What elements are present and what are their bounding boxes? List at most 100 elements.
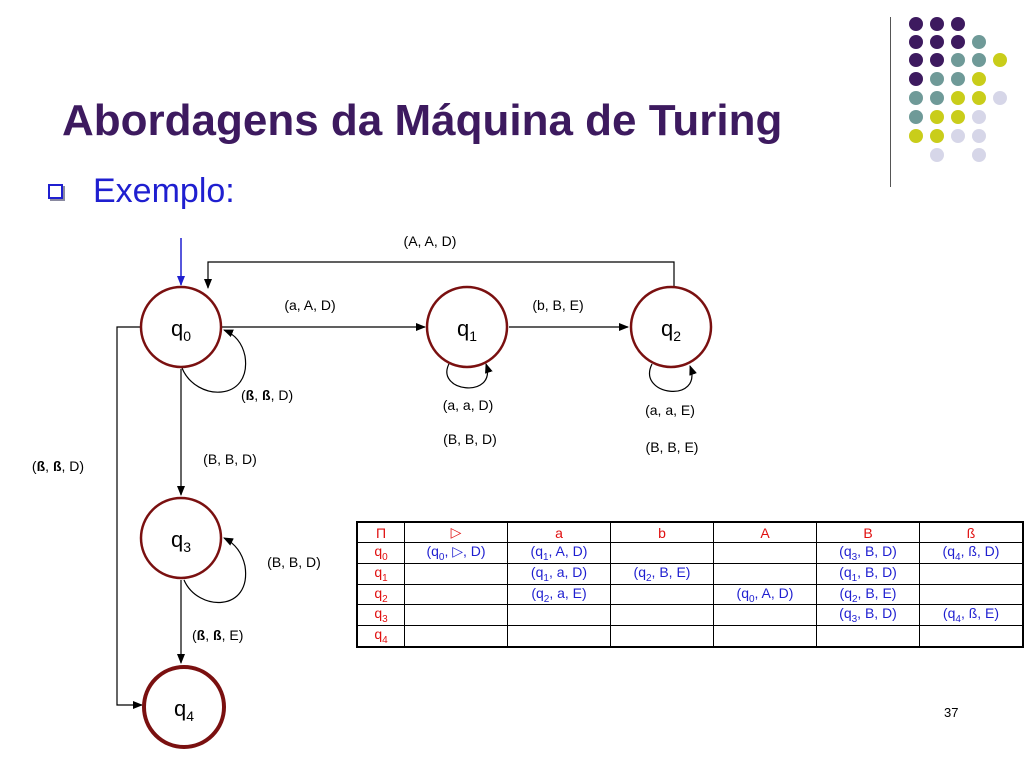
decor-dot xyxy=(909,35,923,49)
table-cell: (q2, B, E) xyxy=(816,583,920,606)
cell-suffix: , B, E) xyxy=(857,584,897,601)
table-cell: (q1, a, D) xyxy=(507,562,611,585)
table-row: q4 xyxy=(356,625,1024,648)
table-cell: (q0, ▷, D) xyxy=(404,542,508,564)
decor-dot xyxy=(972,91,986,105)
table-cell xyxy=(610,604,714,627)
decor-dot xyxy=(909,129,923,143)
cell-prefix: (q xyxy=(942,605,956,622)
state-label-q1: q1 xyxy=(457,316,477,344)
cell-prefix: (q xyxy=(942,543,955,559)
decor-dot xyxy=(951,35,965,49)
table-cell xyxy=(610,542,714,564)
cell-suffix: , a, D) xyxy=(548,563,588,580)
cell-prefix: (q xyxy=(530,543,543,559)
decor-dot xyxy=(930,17,944,31)
bullet-text: Exemplo: xyxy=(93,172,235,210)
cell-state-index: 2 xyxy=(851,593,858,605)
table-cell: (q3, B, D) xyxy=(816,542,920,564)
decor-dot xyxy=(993,53,1007,67)
table-cell: (q2, B, E) xyxy=(610,562,714,585)
cell-state-index: 0 xyxy=(748,593,755,605)
slide-title: Abordagens da Máquina de Turing xyxy=(62,96,783,145)
decor-dot xyxy=(972,129,986,143)
table-header-cell: B xyxy=(816,521,920,543)
row-state-name: q xyxy=(374,563,383,580)
cell-suffix: , ▷, D) xyxy=(444,543,486,559)
loop-q3 xyxy=(183,537,247,603)
decor-dot xyxy=(930,72,944,86)
row-state-index: 2 xyxy=(382,593,388,605)
cell-state-index: 0 xyxy=(438,551,445,563)
decor-dot xyxy=(951,91,965,105)
decor-dot xyxy=(930,148,944,162)
decor-dot xyxy=(951,72,965,86)
cell-state-index: 1 xyxy=(851,572,858,584)
decor-dot xyxy=(930,91,944,105)
decor-dot xyxy=(930,110,944,124)
table-cell xyxy=(507,604,611,627)
cell-suffix: , A, D) xyxy=(754,584,794,601)
cell-state-index: 1 xyxy=(542,551,549,563)
state-q1 xyxy=(425,285,509,369)
decor-dot xyxy=(909,110,923,124)
table-cell xyxy=(919,583,1024,606)
table-cell xyxy=(816,625,920,648)
row-state-index: 1 xyxy=(382,572,388,584)
edge-label-q0-q3: (B, B, D) xyxy=(203,451,257,467)
cell-state-index: 2 xyxy=(543,593,550,605)
table-header-row: Π ▷ a b A B ß xyxy=(356,521,1024,543)
table-cell xyxy=(713,625,817,648)
table-cell xyxy=(610,625,714,648)
cell-prefix: (q xyxy=(839,584,852,601)
state-label-q0: q0 xyxy=(171,316,191,344)
cell-suffix: , ß, E) xyxy=(960,605,1000,622)
decor-dot xyxy=(993,91,1007,105)
state-label-q3: q3 xyxy=(171,527,191,555)
edge-label-q1-q2: (b, B, E) xyxy=(532,297,583,313)
decor-dot xyxy=(951,53,965,67)
table-cell xyxy=(404,583,508,606)
table-row: q3(q3, B, D)(q4, ß, E) xyxy=(356,604,1024,627)
table-header-cell: ▷ xyxy=(404,521,508,543)
cell-suffix: , B, E) xyxy=(651,563,691,580)
cell-state-index: 1 xyxy=(543,572,549,584)
decor-dot xyxy=(951,17,965,31)
table-cell xyxy=(610,583,714,606)
decor-dot xyxy=(930,129,944,143)
row-state-name: q xyxy=(374,626,383,643)
table-row-state: q1 xyxy=(356,562,405,585)
decor-dot xyxy=(930,35,944,49)
edge-q0-q4 xyxy=(116,326,143,709)
row-state-name: q xyxy=(374,584,383,601)
edge-label-q0-q4: (ß, ß, D) xyxy=(32,458,84,474)
cell-prefix: (q xyxy=(839,605,852,622)
table-cell xyxy=(713,562,817,585)
table-row-state: q2 xyxy=(356,583,405,606)
table-header-cell: ß xyxy=(919,521,1024,543)
cell-prefix: (q xyxy=(839,543,852,559)
loop-label-q1-2: (B, B, D) xyxy=(443,431,497,447)
cell-state-index: 2 xyxy=(645,572,652,584)
edge-label-q3-q4: (ß, ß, E) xyxy=(192,627,243,643)
table-row: q2(q2, a, E)(q0, A, D)(q2, B, E) xyxy=(356,583,1024,606)
decor-dot xyxy=(972,148,986,162)
transition-table: Π ▷ a b A B ß q0(q0, ▷, D)(q1, A, D)(q3,… xyxy=(356,521,1024,648)
loop-q0 xyxy=(181,329,247,393)
row-state-index: 0 xyxy=(382,551,388,563)
state-q3 xyxy=(139,496,223,580)
cell-suffix: , B, D) xyxy=(857,605,897,622)
cell-prefix: (q xyxy=(531,584,544,601)
state-q2 xyxy=(629,285,713,369)
cell-prefix: (q xyxy=(426,543,439,559)
loop-label-q1-1: (a, a, D) xyxy=(443,397,494,413)
table-header-cell: a xyxy=(507,521,611,543)
table-cell xyxy=(404,562,508,585)
edge-q2-q0 xyxy=(204,261,675,289)
decor-dot xyxy=(951,129,965,143)
page-number: 37 xyxy=(944,705,959,720)
edge-label-q0-q1: (a, A, D) xyxy=(284,297,335,313)
table-cell: (q4, ß, E) xyxy=(919,604,1024,627)
bullet-item: Exemplo: xyxy=(48,172,235,211)
